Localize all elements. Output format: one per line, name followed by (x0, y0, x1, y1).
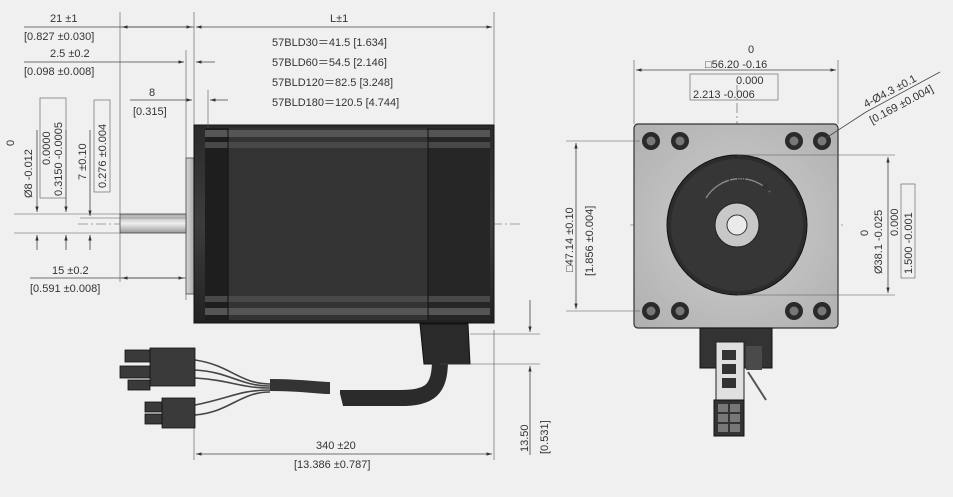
dim-15-value: 15 ±0.2 (52, 265, 89, 277)
dim-2-5-inch: [0.098 ±0.008] (24, 66, 94, 78)
shaft-dia-value: Ø8 -0.012 (23, 149, 35, 198)
connector-lower (144, 397, 196, 429)
motor-cable (340, 359, 448, 406)
dim-56-value: □56.20 -0.16 (705, 59, 767, 71)
dim-340-value: 340 ±20 (316, 440, 356, 452)
pilot-value: Ø38.1 -0.025 (873, 210, 885, 274)
dim-21-inch: [0.827 ±0.030] (24, 31, 94, 43)
front-view: CW 0 □ (564, 44, 941, 437)
dim-L-value: L±1 (330, 13, 348, 25)
shaft-dia-inch-value: 0.3150 -0.0005 (53, 122, 65, 196)
dim-13-5-inch: [0.531] (539, 420, 551, 454)
dim-8-inch: [0.315] (133, 106, 167, 118)
dim-21-value: 21 ±1 (50, 13, 77, 25)
side-view: 21 ±1 [0.827 ±0.030] 2.5 ±0.2 [0.098 ±0.… (5, 12, 551, 471)
shaft-dia-upper: 0 (5, 140, 17, 146)
dim-340-inch: [13.386 ±0.787] (294, 459, 370, 471)
dim-13-5-value: 13.50 (519, 424, 531, 452)
dim-47-value: □47.14 ±0.10 (564, 207, 576, 272)
length-row-3: 57BLD120＝82.5 [3.248] (272, 77, 393, 89)
pilot-inch-upper: 0.000 (889, 208, 901, 236)
dim-47-inch: [1.856 ±0.004] (584, 206, 596, 276)
mounting-holes (642, 132, 831, 320)
dim-56-inch-upper: 0.000 (736, 75, 764, 87)
length-row-2: 57BLD60＝54.5 [2.146] (272, 57, 387, 69)
pilot-inch-value: 1.500 -0.001 (903, 212, 915, 274)
shaft-dia-inch-upper: 0.0000 (41, 131, 53, 165)
dim-56-inch-value: 2.213 -0.006 (693, 89, 755, 101)
length-row-4: 57BLD180＝120.5 [4.744] (272, 97, 399, 109)
motor-shaft (119, 213, 187, 234)
length-row-1: 57BLD30＝41.5 [1.634] (272, 37, 387, 49)
motor-body (193, 124, 495, 324)
rotation-arrow (705, 178, 771, 199)
rotation-label: CW (728, 173, 747, 185)
front-connector (699, 327, 773, 437)
dim-8-value: 8 (149, 87, 155, 99)
dim-2-5-value: 2.5 ±0.2 (50, 48, 90, 60)
dim-56-upper: 0 (748, 44, 754, 56)
pilot-upper: 0 (859, 230, 871, 236)
flat-7-inch: 0.276 ±0.004 (97, 124, 109, 188)
connector-upper (119, 347, 196, 391)
dim-15-inch: [0.591 ±0.008] (30, 283, 100, 295)
flat-7-value: 7 ±0.10 (77, 143, 89, 180)
